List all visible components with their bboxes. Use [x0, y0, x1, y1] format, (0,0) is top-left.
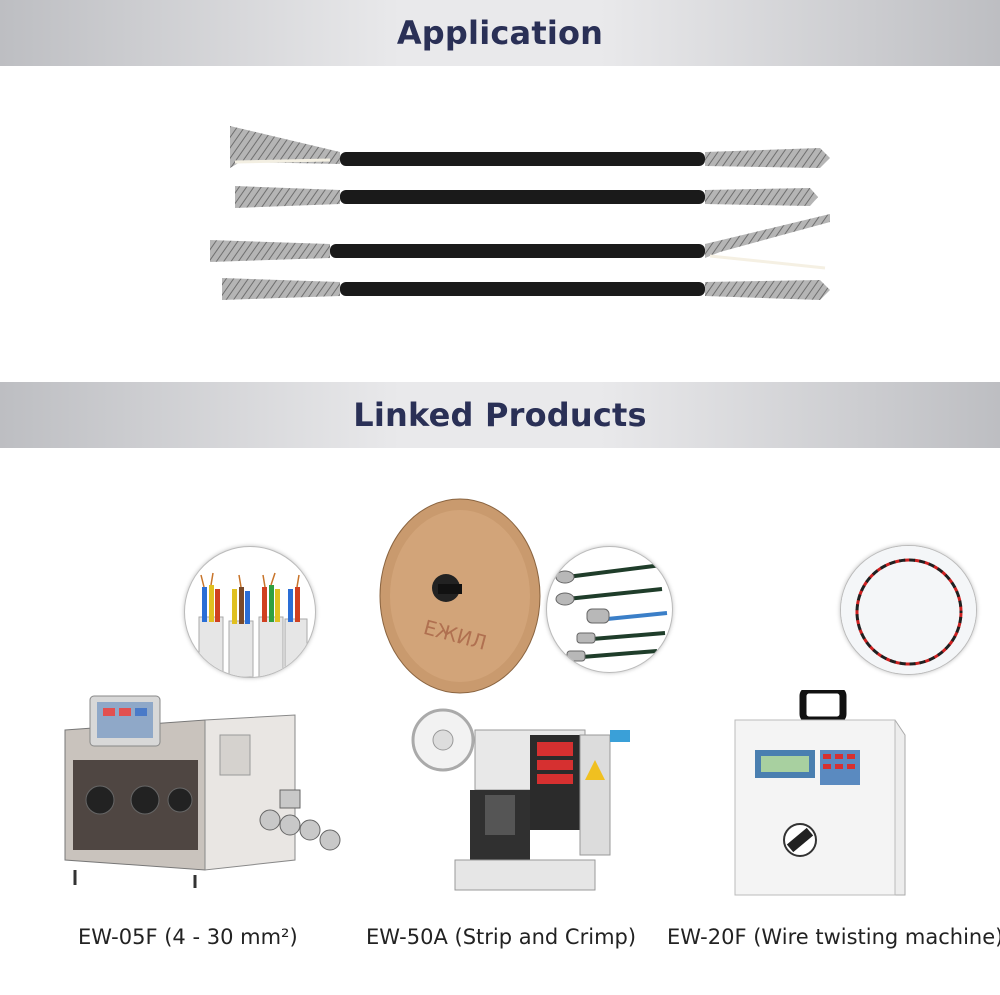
- ew-05f-machine-image: [64, 695, 341, 888]
- cable-1: [230, 126, 830, 168]
- shielded-cables-image: [210, 126, 830, 300]
- crimped-terminals-inset-icon: [555, 563, 668, 662]
- ew-50a-machine-image: [411, 708, 630, 891]
- cable-4: [222, 278, 830, 300]
- product-3-caption[interactable]: EW-20F (Wire twisting machine): [667, 925, 1000, 949]
- ew-20f-machine-image: [734, 690, 906, 896]
- product-1-inset: [184, 546, 316, 678]
- product-3-inset: [840, 545, 977, 675]
- twisted-wire-loop-inset-icon: [841, 546, 976, 674]
- product-2-inset: [546, 546, 673, 673]
- linked-products-header: Linked Products: [0, 382, 1000, 448]
- product-2-caption[interactable]: EW-50A (Strip and Crimp): [366, 925, 637, 949]
- application-title: Application: [396, 14, 604, 52]
- linked-products-title: Linked Products: [353, 396, 647, 434]
- multicore-cable-inset-icon: [198, 572, 308, 677]
- spool-reel-icon: ЕЖИЛ: [379, 498, 541, 694]
- cable-2: [235, 186, 818, 208]
- application-header: Application: [0, 0, 1000, 66]
- product-1-caption[interactable]: EW-05F (4 - 30 mm²): [78, 925, 298, 949]
- cable-3: [210, 214, 830, 270]
